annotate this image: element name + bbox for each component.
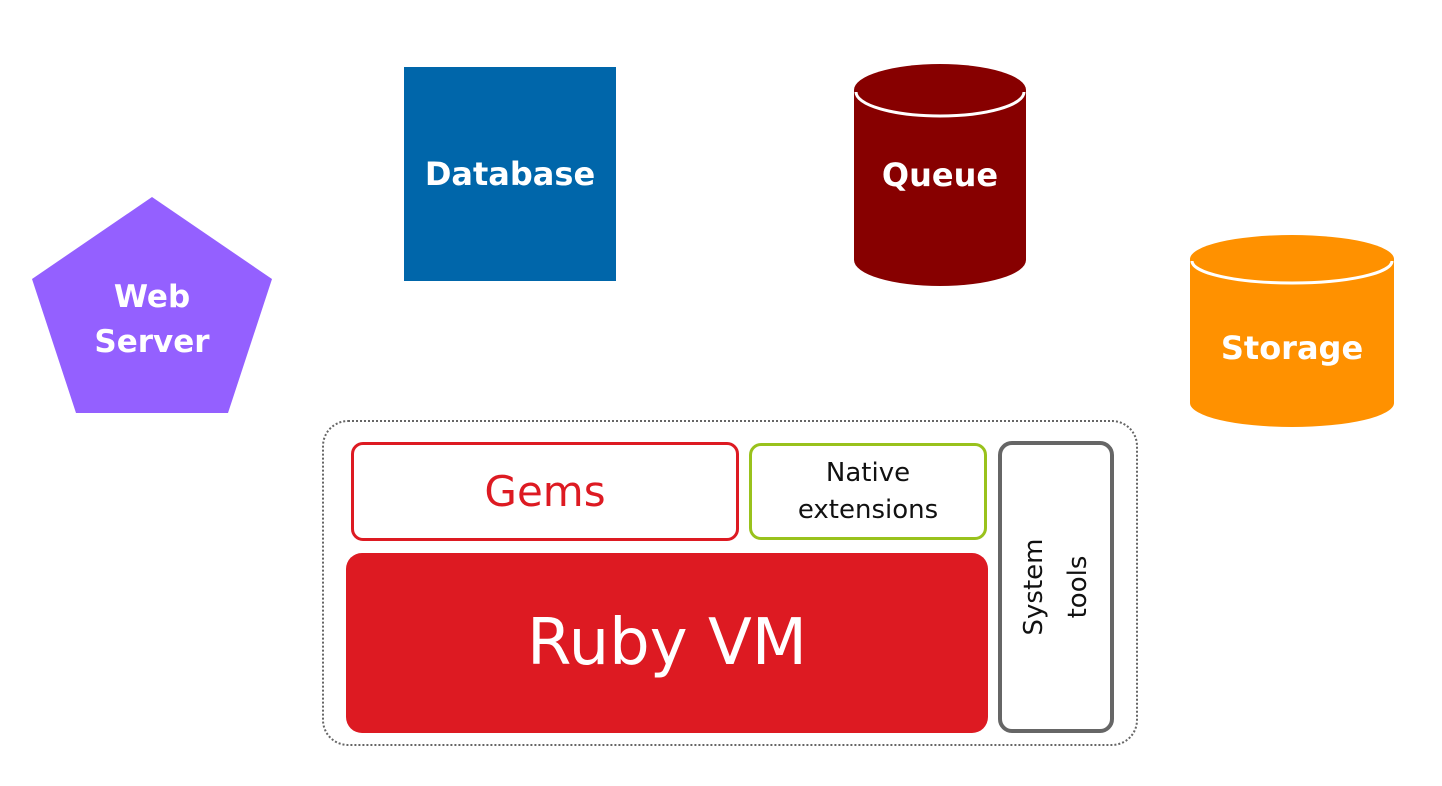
storage-cylinder-shape xyxy=(1190,235,1394,427)
native-extensions-label-line1: Native xyxy=(825,457,911,488)
gems-label: Gems xyxy=(484,467,606,516)
web-server-pentagon-shape xyxy=(32,197,272,413)
native-extensions-box: Native extensions xyxy=(749,443,987,540)
storage-node: Storage xyxy=(1190,235,1394,427)
runtime-container xyxy=(322,420,1138,746)
database-node: Database xyxy=(404,67,616,281)
web-server-label: Web Server xyxy=(32,275,272,365)
system-tools-label-line2: tools xyxy=(1063,555,1093,619)
native-extensions-label: Native extensions xyxy=(798,455,938,529)
system-tools-label-line1: System xyxy=(1019,538,1049,636)
system-tools-label: System tools xyxy=(1012,539,1100,636)
ruby-vm-label: Ruby VM xyxy=(527,606,807,680)
queue-cylinder-shape xyxy=(854,64,1026,286)
database-label: Database xyxy=(424,155,596,193)
native-extensions-label-line2: extensions xyxy=(797,494,939,525)
queue-node: Queue xyxy=(854,64,1026,286)
ruby-vm-box: Ruby VM xyxy=(346,553,988,733)
storage-label: Storage xyxy=(1220,329,1364,367)
system-tools-box: System tools xyxy=(998,441,1114,733)
web-server-label-line2: Server xyxy=(94,324,210,360)
queue-label: Queue xyxy=(881,156,999,194)
web-server-node: Web Server xyxy=(32,197,272,413)
gems-box: Gems xyxy=(351,442,739,541)
web-server-label-line1: Web xyxy=(113,279,191,315)
